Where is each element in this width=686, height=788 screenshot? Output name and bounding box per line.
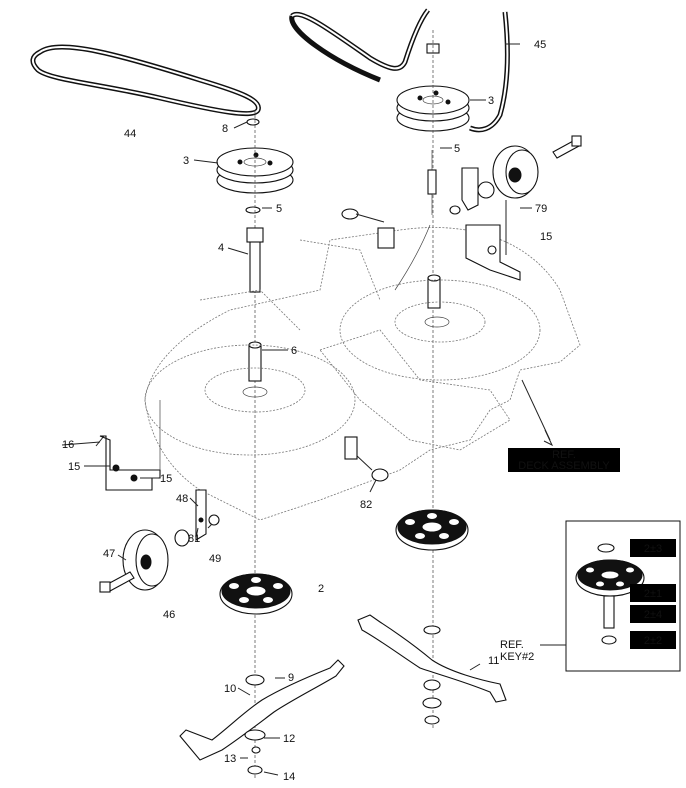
blade-10 (179, 659, 345, 761)
callout-47: 47 (103, 548, 115, 560)
callout-15-left: 15 (68, 461, 80, 473)
blade-adapter-left (219, 573, 293, 615)
blade-adapter-right (395, 509, 469, 551)
callout-44: 44 (124, 128, 136, 140)
inset-callout-c: 2±4 (630, 605, 676, 623)
gauge-wheel-left (122, 529, 190, 591)
callout-3-left: 3 (183, 155, 189, 167)
spindle-right (427, 274, 441, 309)
callout-14: 14 (283, 771, 295, 783)
callout-13: 13 (224, 753, 236, 765)
inset-callout-b: 2±1 (630, 584, 676, 602)
gauge-wheel-top-right (492, 145, 539, 199)
callout-15-right: 15 (540, 231, 552, 243)
bracket-81 (195, 489, 220, 541)
callout-82: 82 (360, 499, 372, 511)
clip-82-top (341, 208, 395, 249)
callout-12: 12 (283, 733, 295, 745)
inset-callout-d: 2±2 (630, 631, 676, 649)
inset-label-b: 2±1 (644, 588, 662, 600)
callout-81: 81 (188, 533, 200, 545)
wheel-bracket-right (465, 200, 521, 281)
callout-3-right: 3 (488, 95, 494, 107)
callout-16: 16 (62, 439, 74, 451)
callout-2: 2 (318, 583, 324, 595)
callout-49: 49 (209, 553, 221, 565)
spindle-left (246, 227, 264, 382)
inset-box (540, 520, 681, 672)
inset-callout-a: 2±3 (630, 539, 676, 557)
callout-4: 4 (218, 242, 224, 254)
leader-lines (61, 43, 554, 776)
belt-45 (289, 8, 510, 133)
callout-6: 6 (291, 345, 297, 357)
callout-9: 9 (288, 672, 294, 684)
callout-8: 8 (222, 123, 228, 135)
callout-numbers: 44 45 8 3 3 5 5 4 79 15 6 16 15 15 48 49… (62, 39, 552, 783)
callout-10: 10 (224, 683, 236, 695)
deck-ref-line2: DECK ASSEMBLY (518, 460, 610, 472)
callout-5-right: 5 (454, 143, 460, 155)
callout-48: 48 (176, 493, 188, 505)
idler-bracket (394, 150, 495, 291)
bolt-top-right (552, 135, 582, 159)
callout-46: 46 (163, 609, 175, 621)
wheel-bracket-left (95, 400, 161, 491)
inset-label-d: 2±2 (644, 635, 662, 647)
inset-label-c: 2±4 (644, 609, 662, 621)
belt-44 (30, 44, 261, 117)
key-ref-line1: REF. (500, 639, 524, 651)
clip-82-lower (344, 436, 389, 482)
callout-15-mid: 15 (160, 473, 172, 485)
hardware-left-stack (244, 674, 266, 775)
blade-11 (357, 614, 507, 703)
deck-assembly-ref-box: REF. DECK ASSEMBLY (508, 448, 620, 472)
hardware-right-stack (422, 679, 442, 725)
deck-ref-line1: REF. (552, 449, 576, 461)
bolt-47 (99, 571, 135, 593)
callout-5-left: 5 (276, 203, 282, 215)
deck-outline (144, 227, 581, 521)
callout-45: 45 (534, 39, 546, 51)
callout-11: 11 (488, 655, 499, 667)
inset-label-a: 2±3 (644, 543, 662, 555)
callout-79: 79 (535, 203, 547, 215)
key-ref-line2: KEY#2 (500, 651, 534, 663)
